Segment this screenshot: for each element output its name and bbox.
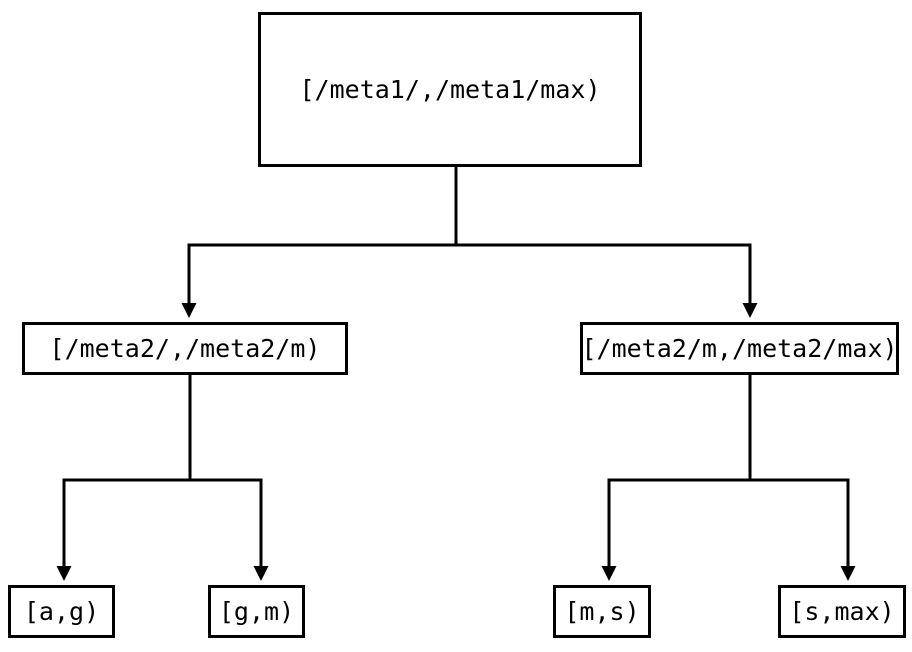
arrowhead-down-icon [181,303,197,318]
tree-node-label: [s,max) [789,597,895,626]
tree-node-label: [/meta1/,/meta1/max) [299,75,601,104]
tree-node-label: [/meta2/m,/meta2/max) [581,334,898,363]
tree-edge-mid-right-to-leaf-ms [601,375,752,581]
tree-node-leaf-ag[interactable]: [a,g) [8,585,115,638]
edge-line [187,167,458,303]
tree-edge-root-to-mid-right [454,167,758,318]
arrowhead-down-icon [742,303,758,318]
edge-line [454,167,752,303]
tree-node-leaf-ms[interactable]: [m,s) [553,585,651,638]
tree-node-leaf-gm[interactable]: [g,m) [208,585,305,638]
edge-line [748,375,850,566]
tree-node-mid-right[interactable]: [/meta2/m,/meta2/max) [580,322,899,375]
tree-node-mid-left[interactable]: [/meta2/,/meta2/m) [22,322,348,375]
edge-line [62,375,192,566]
edge-line [188,375,263,566]
arrowhead-down-icon [840,566,856,581]
edge-line [607,375,752,566]
tree-node-label: [g,m) [218,597,295,626]
tree-node-leaf-smax[interactable]: [s,max) [778,585,906,638]
tree-edge-mid-right-to-leaf-smax [748,375,856,581]
tree-node-label: [/meta2/,/meta2/m) [49,334,321,363]
tree-node-label: [a,g) [23,597,100,626]
arrowhead-down-icon [601,566,617,581]
tree-edge-mid-left-to-leaf-gm [188,375,269,581]
arrowhead-down-icon [253,566,269,581]
arrowhead-down-icon [56,566,72,581]
tree-node-label: [m,s) [564,597,640,626]
tree-edge-root-to-mid-left [181,167,458,318]
tree-edge-mid-left-to-leaf-ag [56,375,192,581]
tree-node-root[interactable]: [/meta1/,/meta1/max) [258,12,642,167]
